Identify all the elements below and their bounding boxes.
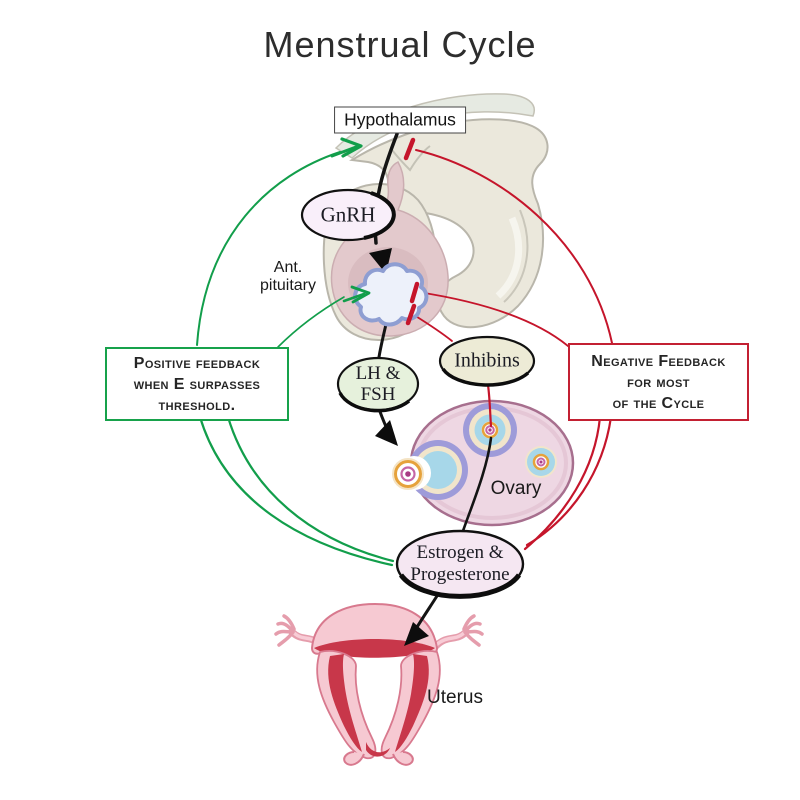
hypothalamus-label: Hypothalamus	[344, 109, 456, 130]
inhibition-bar-icon	[405, 303, 417, 326]
stimulation-arrow-icon	[342, 285, 371, 304]
lh-fsh-ellipse	[336, 356, 420, 413]
ovary-label: Ovary	[490, 478, 542, 499]
hypothalamus-label-box: Hypothalamus	[334, 106, 466, 134]
gnrh-node-label: GnRH	[320, 202, 376, 227]
inhibition-bar-icon	[403, 137, 416, 161]
stimulation-arrow-icon	[330, 137, 363, 158]
arrowhead-into-uterus-icon	[404, 622, 429, 646]
follicle-ovulating	[392, 440, 468, 500]
inhibins-ellipse	[438, 335, 536, 387]
ovary-illustration	[392, 399, 575, 527]
ant-pituitary-label: Ant. pituitary	[259, 259, 317, 294]
uterus-illustration	[274, 602, 484, 766]
estrogen-progesterone-node-label: Estrogen & Progesterone	[410, 542, 510, 585]
follicle-dominant	[463, 403, 517, 457]
positive-feedback-box: Positive feedback when E surpasses thres…	[105, 347, 289, 421]
uterus-label: Uterus	[427, 687, 483, 708]
page-title: Menstrual Cycle	[263, 24, 537, 65]
gnrh-ellipse	[300, 188, 396, 242]
follicle-small	[525, 446, 557, 478]
inhibins-node-label: Inhibins	[454, 349, 520, 372]
inhibition-bar-icon	[409, 281, 420, 304]
lh-fsh-node-label: LH & FSH	[355, 363, 401, 405]
anterior-pituitary-gland	[353, 262, 429, 327]
estrogen-progesterone-ellipse	[395, 529, 525, 599]
positive-feedback-curves	[196, 151, 395, 567]
connector-ovary-estrogen	[461, 436, 493, 533]
arrowhead-into-ovary-icon	[375, 420, 398, 446]
negative-feedback-box: Negative Feedback for most of the Cycle	[568, 343, 749, 421]
negative-feedback-curves	[413, 149, 613, 551]
fallopian-tube-right	[432, 614, 484, 650]
